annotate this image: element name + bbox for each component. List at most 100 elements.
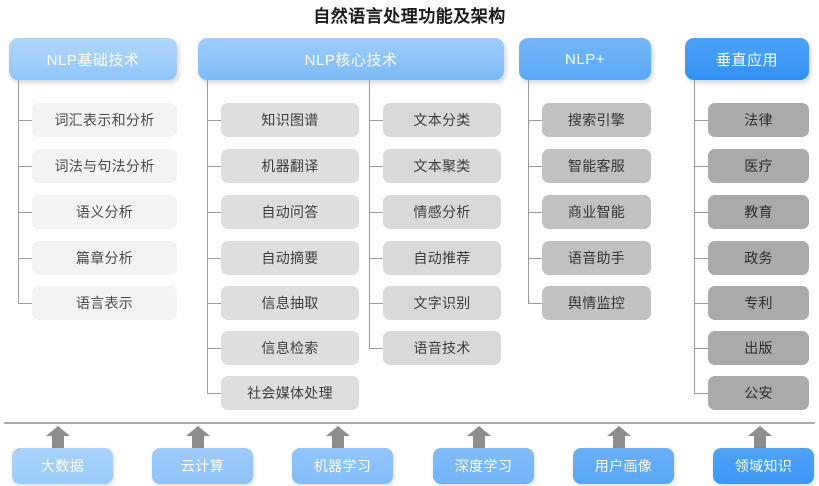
connector-stub: [207, 348, 221, 349]
node-box[interactable]: 语言表示: [32, 286, 177, 320]
foundation-label: 机器学习: [313, 458, 372, 474]
connector-stub: [18, 212, 32, 213]
foundation-box-user-profile[interactable]: 用户画像: [573, 448, 674, 484]
column-header-nlp-basic[interactable]: NLP基础技术: [9, 38, 177, 80]
node-box[interactable]: 词汇表示和分析: [32, 103, 177, 137]
connector-stub: [694, 120, 708, 121]
node-box[interactable]: 舆情监控: [542, 286, 651, 320]
node-box[interactable]: 社会媒体处理: [221, 376, 359, 410]
node-box[interactable]: 文字识别: [383, 286, 501, 320]
node-label: 情感分析: [413, 204, 471, 220]
node-box[interactable]: 语音技术: [383, 331, 501, 365]
node-box[interactable]: 自动问答: [221, 195, 359, 229]
connector-stub: [528, 258, 542, 259]
up-arrow-icon: [45, 426, 71, 448]
node-label: 社会媒体处理: [247, 385, 333, 401]
node-box[interactable]: 篇章分析: [32, 241, 177, 275]
connector-stub: [369, 348, 383, 349]
connector-trunk-nlp-plus: [528, 80, 529, 303]
connector-stub: [528, 120, 542, 121]
up-arrow-icon: [325, 426, 351, 448]
node-label: 语义分析: [75, 204, 134, 220]
foundation-label: 云计算: [180, 458, 225, 474]
node-label: 医疗: [744, 158, 773, 174]
connector-stub: [694, 348, 708, 349]
foundation-box-big-data[interactable]: 大数据: [12, 448, 113, 484]
node-box[interactable]: 词法与句法分析: [32, 149, 177, 183]
connector-trunk-nlp-core-right: [369, 80, 370, 348]
connector-trunk-nlp-basic: [18, 80, 19, 303]
connector-stub: [18, 166, 32, 167]
node-box[interactable]: 语义分析: [32, 195, 177, 229]
connector-stub: [18, 303, 32, 304]
node-box[interactable]: 文本分类: [383, 103, 501, 137]
connector-stub: [207, 393, 221, 394]
node-box[interactable]: 商业智能: [542, 195, 651, 229]
connector-stub: [694, 212, 708, 213]
connector-stub: [369, 212, 383, 213]
node-label: 教育: [744, 204, 773, 220]
node-label: 语音助手: [567, 250, 626, 266]
connector-stub: [207, 120, 221, 121]
node-label: 词汇表示和分析: [54, 112, 155, 128]
connector-trunk-nlp-core-left: [207, 80, 208, 393]
foundation-label: 用户画像: [594, 458, 653, 474]
node-label: 自动问答: [261, 204, 319, 220]
node-box[interactable]: 机器翻译: [221, 149, 359, 183]
node-label: 法律: [744, 112, 773, 128]
column-header-label: NLP+: [565, 50, 605, 68]
foundation-label: 领域知识: [734, 458, 793, 474]
node-label: 专利: [744, 295, 773, 311]
node-box[interactable]: 语音助手: [542, 241, 651, 275]
node-box[interactable]: 智能客服: [542, 149, 651, 183]
node-label: 机器翻译: [261, 158, 319, 174]
node-label: 信息检索: [261, 340, 319, 356]
connector-stub: [207, 212, 221, 213]
connector-stub: [369, 166, 383, 167]
node-label: 政务: [744, 250, 773, 266]
foundation-box-machine-learning[interactable]: 机器学习: [292, 448, 393, 484]
node-box[interactable]: 信息抽取: [221, 286, 359, 320]
node-box[interactable]: 文本聚类: [383, 149, 501, 183]
node-label: 文本聚类: [413, 158, 471, 174]
node-label: 自动摘要: [261, 250, 319, 266]
connector-stub: [694, 258, 708, 259]
up-arrow-icon: [466, 426, 492, 448]
node-box[interactable]: 政务: [708, 241, 809, 275]
up-arrow-icon: [185, 426, 211, 448]
column-header-nlp-plus[interactable]: NLP+: [519, 38, 651, 80]
node-box[interactable]: 专利: [708, 286, 809, 320]
foundation-box-domain-knowledge[interactable]: 领域知识: [713, 448, 814, 484]
node-label: 自动推荐: [413, 250, 471, 266]
node-label: 公安: [744, 385, 773, 401]
node-box[interactable]: 公安: [708, 376, 809, 410]
foundation-box-deep-learning[interactable]: 深度学习: [433, 448, 534, 484]
node-box[interactable]: 情感分析: [383, 195, 501, 229]
node-box[interactable]: 法律: [708, 103, 809, 137]
connector-stub: [694, 166, 708, 167]
foundation-baseline: [4, 422, 815, 424]
node-box[interactable]: 自动摘要: [221, 241, 359, 275]
connector-stub: [369, 303, 383, 304]
node-box[interactable]: 搜索引擎: [542, 103, 651, 137]
node-label: 语音技术: [413, 340, 471, 356]
node-label: 知识图谱: [261, 112, 319, 128]
node-box[interactable]: 知识图谱: [221, 103, 359, 137]
node-box[interactable]: 自动推荐: [383, 241, 501, 275]
connector-stub: [207, 258, 221, 259]
connector-stub: [207, 166, 221, 167]
foundation-box-cloud[interactable]: 云计算: [152, 448, 253, 484]
node-box[interactable]: 信息检索: [221, 331, 359, 365]
node-label: 语言表示: [75, 295, 134, 311]
column-header-nlp-core[interactable]: NLP核心技术: [198, 38, 504, 80]
node-label: 智能客服: [567, 158, 626, 174]
node-box[interactable]: 教育: [708, 195, 809, 229]
column-header-vertical-apps[interactable]: 垂直应用: [685, 38, 809, 80]
column-header-label: 垂直应用: [715, 51, 778, 69]
connector-stub: [207, 303, 221, 304]
node-box[interactable]: 出版: [708, 331, 809, 365]
node-label: 出版: [744, 340, 773, 356]
connector-stub: [528, 212, 542, 213]
node-box[interactable]: 医疗: [708, 149, 809, 183]
